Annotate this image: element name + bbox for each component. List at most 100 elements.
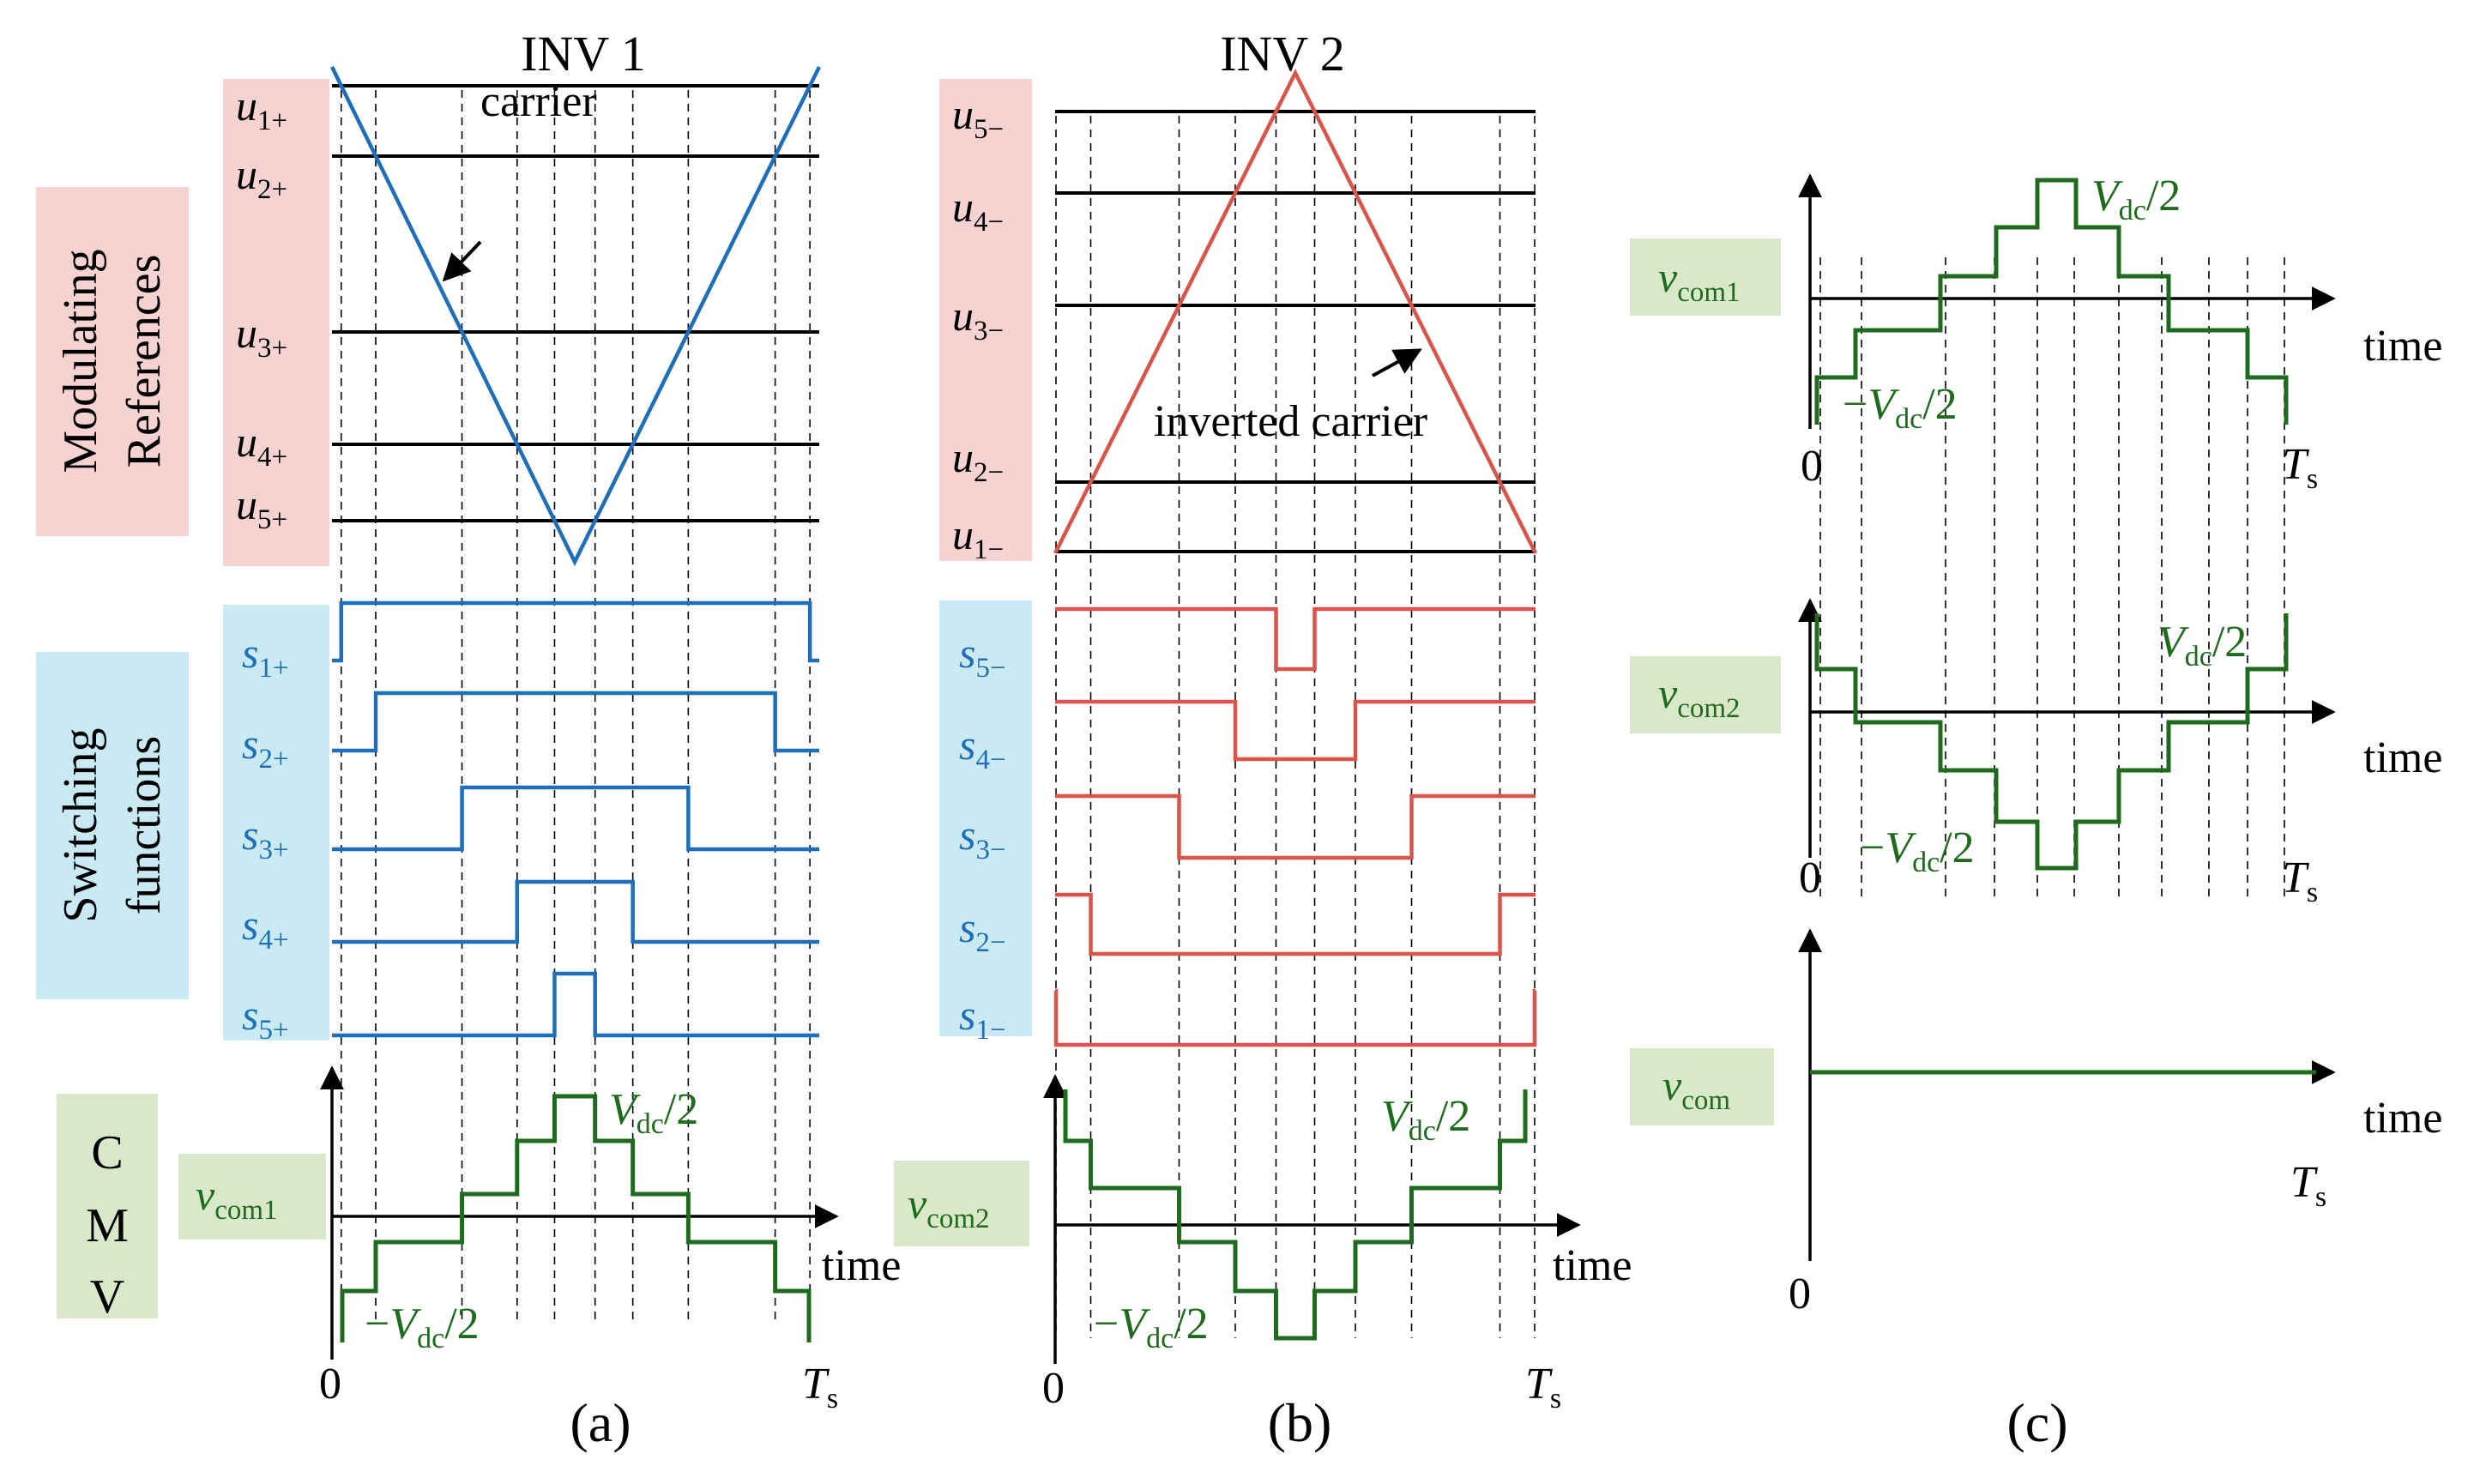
vdc-positive-label-a-base: V	[609, 1085, 641, 1134]
vcom1-label-c: vcom1	[1658, 253, 1741, 308]
switching-label-b-5: s1−	[959, 991, 1006, 1046]
reference-labels-box-a	[223, 79, 329, 566]
vdc-negative-label-b: −Vdc/2	[1094, 1300, 1209, 1354]
vdc-negative-label-a-tail: /2	[444, 1300, 479, 1348]
switching-label-a-3-sub: 3+	[258, 835, 288, 866]
vdc-negative-label-a-sub: dc	[417, 1323, 444, 1354]
switching-functions-label-2: functions	[118, 736, 171, 914]
vcom-label-c: vcom	[1662, 1061, 1730, 1116]
vdc-positive-label-c1-sub: dc	[2119, 195, 2146, 226]
switching-label-a-3: s3+	[242, 811, 289, 866]
panel-a-switching-waves	[332, 600, 819, 1038]
vcom2-label-b-base: v	[908, 1179, 927, 1228]
vdc-positive-label-b: Vdc/2	[1381, 1092, 1470, 1147]
reference-label-b-1-base: u	[952, 90, 974, 138]
switching-wave-2	[332, 691, 819, 753]
switching-label-b-2: s4−	[959, 721, 1006, 775]
vdc-negative-label-c2-minus: −	[1860, 823, 1885, 872]
reference-label-b-3-sub: 3−	[974, 316, 1004, 347]
panel-a: Modulating References Switching function…	[36, 26, 901, 1453]
cmv-letter-m: M	[86, 1199, 129, 1252]
switching-label-a-4: s4+	[242, 901, 289, 956]
switching-label-a-5: s5+	[242, 991, 289, 1046]
switching-label-a-4-base: s	[242, 901, 258, 949]
switching-label-a-5-base: s	[242, 991, 258, 1039]
reference-label-b-4-base: u	[952, 433, 974, 481]
vdc-negative-label-c1-tail: /2	[1922, 380, 1957, 429]
vdc-positive-label-b-tail: /2	[1436, 1092, 1470, 1141]
switching-label-a-3-base: s	[242, 811, 258, 859]
switching-wave-b-4	[1055, 892, 1536, 956]
vcom1-label-box-a	[178, 1154, 326, 1240]
panel-b-caption: (b)	[1268, 1392, 1332, 1453]
vdc-negative-label-c2-base: V	[1885, 823, 1916, 872]
time-label-a: time	[822, 1241, 901, 1290]
vdc-negative-label-c1-minus: −	[1843, 380, 1868, 429]
reference-label-a-5-base: u	[236, 480, 257, 528]
switching-label-a-1: s1+	[242, 629, 289, 684]
ts-label-c2: Ts	[2282, 854, 2318, 908]
reference-label-b-5-sub: 1−	[974, 534, 1004, 565]
modulating-references-label: Modulating	[54, 249, 107, 473]
switching-label-b-1-base: s	[959, 629, 975, 677]
switching-wave-1	[332, 600, 819, 663]
cmv-box	[57, 1094, 158, 1318]
vcom2-c-waveform	[1814, 613, 2289, 871]
vdc-negative-label-c1-base: V	[1868, 380, 1899, 429]
reference-label-b-4: u2−	[952, 433, 1004, 488]
switching-functions-box	[36, 652, 189, 999]
vdc-negative-label-b-sub: dc	[1146, 1323, 1174, 1354]
switching-label-b-2-base: s	[959, 721, 975, 769]
panel-a-labels: u1+u2+u3+u4+u5+s1+s2+s3+s4+s5+vcom1carri…	[196, 77, 901, 1415]
panel-a-cmv-plot	[320, 1065, 839, 1360]
panel-a-caption: (a)	[570, 1392, 631, 1453]
switching-label-a-4-sub: 4+	[258, 925, 288, 956]
ts-label-a: Ts	[802, 1360, 838, 1415]
reference-label-a-1-sub: 1+	[257, 106, 287, 136]
reference-label-a-3-base: u	[236, 309, 257, 357]
vdc-negative-label-b-tail: /2	[1174, 1300, 1208, 1348]
reference-label-a-2-base: u	[236, 150, 257, 198]
panel-a-reference-lines	[332, 84, 819, 522]
switching-label-b-1: s5−	[959, 629, 1006, 684]
switching-label-b-3-base: s	[959, 811, 975, 859]
switching-wave-4	[332, 879, 819, 944]
vcom1-label-a-base: v	[196, 1171, 215, 1219]
ts-label-c3-sub: s	[2315, 1181, 2326, 1213]
reference-label-a-1-base: u	[236, 81, 257, 130]
reference-label-a-4-base: u	[236, 418, 257, 466]
switching-wave-b-2	[1055, 699, 1536, 762]
switching-label-b-1-sub: 5−	[975, 653, 1005, 684]
switching-wave-b-1	[1055, 606, 1536, 672]
panel-a-dashed-guides	[340, 90, 811, 1321]
switching-label-b-3: s3−	[959, 811, 1006, 866]
reference-label-a-5: u5+	[236, 480, 287, 535]
switching-label-a-2-sub: 2+	[258, 744, 288, 775]
vdc-positive-label-c2-tail: /2	[2212, 618, 2247, 667]
ts-label-c1: Ts	[2282, 440, 2318, 495]
panel-b-dashed-guides	[1055, 116, 1536, 1338]
switching-labels-box-a	[223, 605, 329, 1041]
ts-label-a-base: T	[802, 1360, 830, 1409]
vcom-label-box-c	[1630, 1048, 1774, 1125]
switching-label-a-2: s2+	[242, 720, 289, 775]
reference-label-a-1: u1+	[236, 81, 287, 136]
vdc-negative-label-c2: −Vdc/2	[1860, 823, 1975, 878]
vcom2-label-box-b	[894, 1161, 1029, 1246]
vdc-positive-label-b-base: V	[1381, 1092, 1413, 1141]
inverted-carrier-label: inverted carrier	[1154, 397, 1427, 446]
reference-label-a-4: u4+	[236, 418, 287, 473]
ts-label-c2-base: T	[2282, 854, 2309, 902]
vdc-positive-label-c1: Vdc/2	[2091, 172, 2181, 226]
vdc-negative-label-b-base: V	[1119, 1300, 1150, 1348]
vcom2-label-c-sub: com2	[1677, 693, 1740, 724]
switching-wave-5	[332, 971, 819, 1038]
switching-wave-b-3	[1055, 793, 1536, 860]
carrier-pointer-arrow	[442, 240, 482, 282]
reference-label-a-2: u2+	[236, 150, 287, 205]
zero-label-c1: 0	[1801, 442, 1823, 491]
reference-label-b-2-sub: 4−	[974, 207, 1004, 238]
reference-label-b-5-base: u	[952, 510, 974, 558]
